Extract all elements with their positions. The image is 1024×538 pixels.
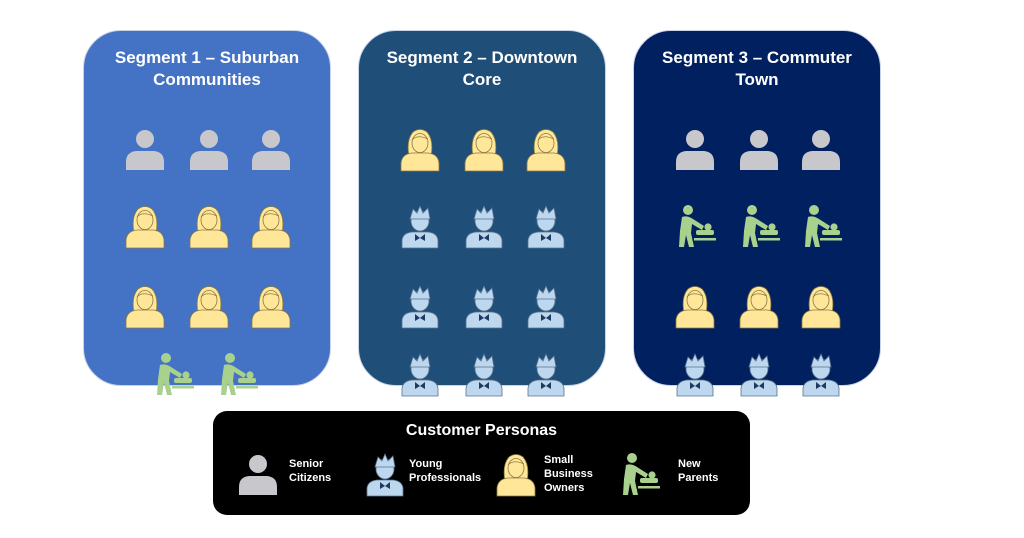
small-business-owner-icon [493,451,539,497]
new-parent-icon [616,451,662,497]
legend-label-new-parents: New Parents [678,458,719,484]
young-professional-icon [523,283,569,329]
young-professional-icon [736,351,782,397]
legend-label-young-professionals: Young Professionals [409,458,482,484]
small-business-owner-icon [672,283,718,329]
small-business-owner-icon [248,283,294,329]
segment-1-panel: Segment 1 – Suburban Communities [83,30,331,395]
segment-1-icon-grid [84,31,330,395]
senior-citizen-icon [672,126,718,172]
young-professional-icon [362,451,408,497]
new-parent-icon [798,203,844,249]
new-parent-icon [150,351,196,397]
customer-personas-legend: Customer Personas Senior Citizens Young … [213,411,750,515]
new-parent-icon [736,203,782,249]
young-professional-icon [461,203,507,249]
young-professional-icon [523,351,569,397]
small-business-owner-icon [461,126,507,172]
segment-2-panel: Segment 2 – Downtown Core [358,30,606,397]
new-parent-icon [214,351,260,397]
young-professional-icon [397,283,443,329]
young-professional-icon [523,203,569,249]
small-business-owner-icon [736,283,782,329]
young-professional-icon [397,351,443,397]
senior-citizen-icon [186,126,232,172]
segment-1-title: Segment 1 – Suburban Communities [114,48,300,89]
small-business-owner-icon [523,126,569,172]
new-parent-icon [672,203,718,249]
young-professional-icon [461,351,507,397]
senior-citizen-icon [736,126,782,172]
small-business-owner-icon [248,203,294,249]
senior-citizen-icon [248,126,294,172]
young-professional-icon [397,203,443,249]
segment-3-icon-grid [634,31,880,397]
legend-title: Customer Personas [405,422,558,439]
small-business-owner-icon [798,283,844,329]
senior-citizen-icon [122,126,168,172]
legend-label-senior-citizens: Senior Citizens [289,458,332,484]
senior-citizen-icon [798,126,844,172]
segment-3-title: Segment 3 – Commuter Town [662,48,852,89]
senior-citizen-icon [235,451,281,497]
legend-label-small-business-owners: Small Business Owners [544,454,593,494]
segment-2-icon-grid [359,31,605,397]
young-professional-icon [672,351,718,397]
small-business-owner-icon [186,203,232,249]
young-professional-icon [461,283,507,329]
small-business-owner-icon [122,283,168,329]
small-business-owner-icon [397,126,443,172]
small-business-owner-icon [186,283,232,329]
segment-2-title: Segment 2 – Downtown Core [386,48,578,89]
segment-3-panel: Segment 3 – Commuter Town [633,30,881,397]
small-business-owner-icon [122,203,168,249]
young-professional-icon [798,351,844,397]
